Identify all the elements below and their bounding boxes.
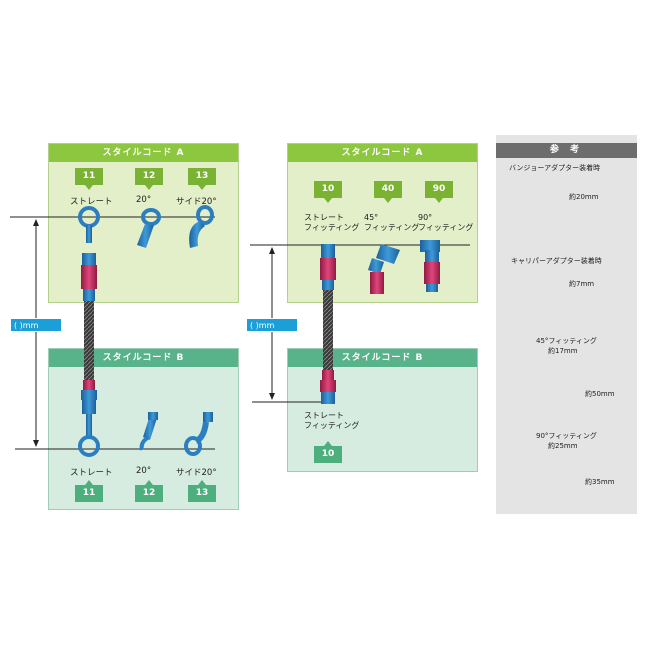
reference-dim-45-width: 約17mm [548,347,578,355]
right-a-label-straight-line1: ストレート [304,213,344,222]
banjo-side20-icon [184,412,213,456]
straight-fitting-icon [320,244,336,290]
reference-title-banjo: バンジョーアダプター装着時 [509,164,601,172]
right-length-label: ( )mm [250,321,275,330]
right-panel-b-header: スタイルコード B [288,349,477,367]
banjo-side20-icon [189,205,214,248]
left-b-code-11: 11 [75,480,103,502]
right-a-label-90-line1: 90° [418,213,433,222]
left-length-label: ( )mm [14,321,39,330]
right-a-label-90: 90° フィッティング [418,213,473,233]
reference-title-caliper: キャリパーアダプター装着時 [511,257,602,265]
right-a-code-40: 40 [374,181,402,203]
left-b-code-12: 12 [135,480,163,502]
left-b-label-side20: サイド20° [176,468,217,478]
left-a-code-12: 12 [135,168,163,190]
reference-dim-banjo: 約20mm [569,193,599,201]
left-panel-a-header: スタイルコード A [49,144,238,162]
fitting-45-icon [368,244,400,294]
left-a-label-side20: サイド20° [176,197,217,207]
banjo-20-icon [137,208,161,248]
straight-fitting-icon [320,370,336,404]
banjo-straight-icon [78,380,100,457]
banjo-20-icon [139,412,158,451]
right-b-label-line1: ストレート [304,411,344,420]
right-a-code-90: 90 [425,181,453,203]
reference-dim-caliper: 約7mm [569,280,595,288]
reference-dim-90-width: 約25mm [548,442,578,450]
right-b-label-line2: フィッティング [304,421,360,430]
left-a-label-20: 20° [136,195,152,205]
banjo-straight-icon [78,206,100,301]
right-a-label-45-line2: フィッティング [364,223,420,232]
reference-header: 参 考 [496,143,637,158]
right-a-code-10: 10 [314,181,342,203]
reference-title-90: 90°フィッティング [536,432,597,440]
left-a-code-13: 13 [188,168,216,190]
left-a-label-straight: ストレート [70,197,113,207]
right-length-box[interactable]: ( )mm [246,318,298,332]
right-a-label-45: 45° フィッティング [364,213,419,233]
right-panel-style-b: スタイルコード B [287,348,478,472]
left-b-label-20: 20° [136,466,152,476]
reference-dim-45-height: 約50mm [585,390,615,398]
right-a-label-90-line2: フィッティング [418,223,474,232]
left-b-label-straight: ストレート [70,468,113,478]
reference-dim-90-height: 約35mm [585,478,615,486]
fitting-90-icon [420,240,440,292]
reference-title-45: 45°フィッティング [536,337,597,345]
left-b-code-13: 13 [188,480,216,502]
right-panel-a-header: スタイルコード A [288,144,477,162]
right-a-label-straight-line2: フィッティング [304,223,360,232]
left-a-code-11: 11 [75,168,103,190]
right-a-label-45-line1: 45° [364,213,379,222]
right-b-code-10: 10 [314,441,342,463]
left-length-box[interactable]: ( )mm [10,318,62,332]
right-a-label-straight: ストレート フィッティング [304,213,359,233]
left-panel-b-header: スタイルコード B [49,349,238,367]
reference-panel: 参 考 バンジョーアダプター装着時 約20mm キャリパーアダプター装着時 約7… [496,135,637,514]
right-b-label-straight: ストレート フィッティング [304,411,359,431]
